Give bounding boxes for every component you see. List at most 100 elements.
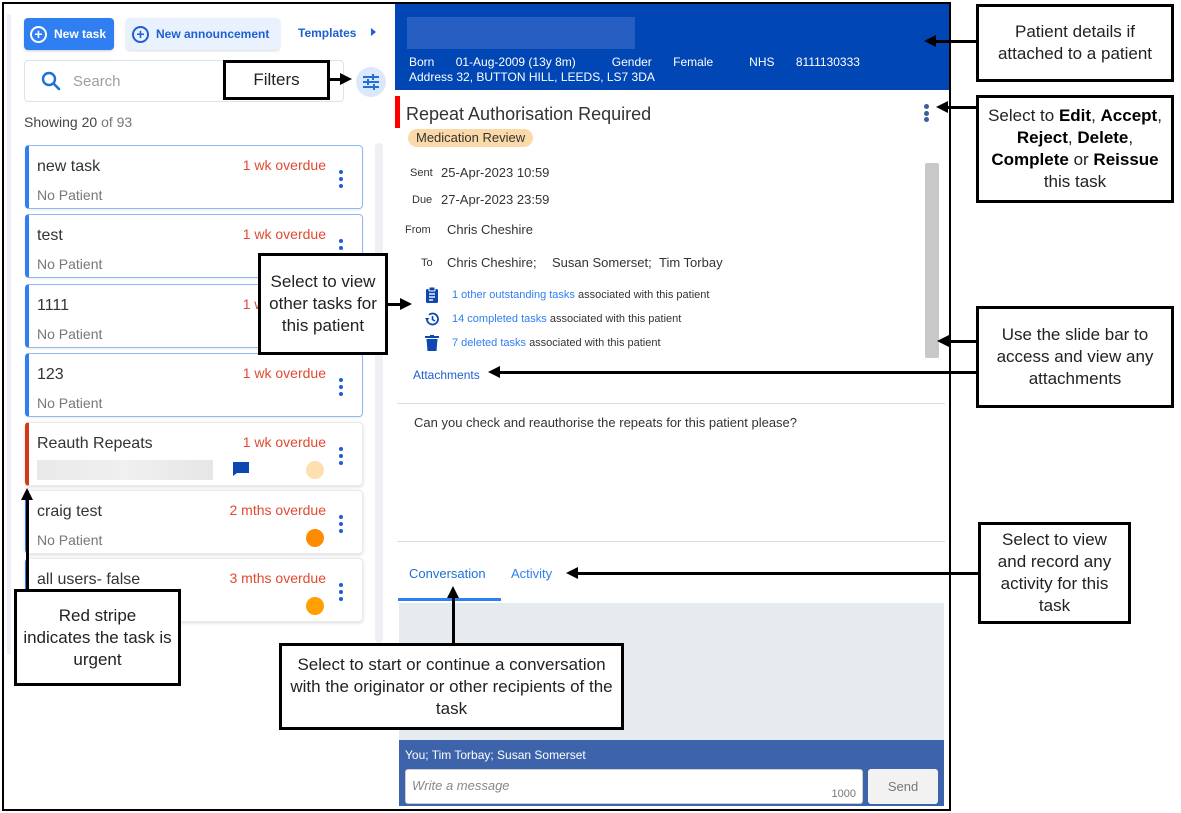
nhs-value: 8111130333 bbox=[795, 55, 860, 69]
showing-number: 20 bbox=[81, 114, 98, 130]
task-title: craig test bbox=[37, 503, 102, 520]
new-announcement-button[interactable]: + New announcement bbox=[126, 18, 280, 50]
arrow-right-icon bbox=[400, 298, 412, 310]
completed-tasks-row: 14 completed tasks associated with this … bbox=[424, 311, 681, 327]
due-label: Due bbox=[412, 194, 433, 206]
callout-text: Select to view and record any activity f… bbox=[997, 530, 1112, 615]
status-dot bbox=[306, 597, 324, 615]
send-button[interactable]: Send bbox=[868, 769, 938, 804]
patient-name-redacted bbox=[407, 17, 635, 49]
sent-label: Sent bbox=[410, 167, 433, 179]
task-due-status: 1 wk overdue bbox=[242, 365, 326, 381]
callout-text: Use the slide bar to access and view any… bbox=[996, 325, 1154, 388]
callout-other-tasks: Select to view other tasks for this pati… bbox=[258, 253, 388, 355]
patient-address: Address 32, BUTTON HILL, LEEDS, LS7 3DA bbox=[409, 70, 655, 84]
showing-total: 93 bbox=[116, 114, 133, 130]
task-list-scrollbar[interactable] bbox=[375, 143, 383, 643]
arrow-left-icon bbox=[566, 567, 578, 579]
callout-line bbox=[388, 303, 402, 306]
callout-line bbox=[578, 572, 978, 575]
sent-value: 25-Apr-2023 10:59 bbox=[441, 165, 550, 180]
callout-line bbox=[948, 340, 976, 343]
callout-line bbox=[452, 596, 455, 643]
active-tab-indicator bbox=[398, 598, 501, 601]
callout-line bbox=[935, 40, 976, 43]
clipboard-icon bbox=[424, 287, 440, 303]
plus-circle-icon: + bbox=[132, 25, 149, 43]
arrow-up-icon bbox=[447, 586, 459, 598]
completed-tasks-link[interactable]: 14 completed tasks bbox=[452, 313, 547, 325]
search-input[interactable] bbox=[73, 72, 223, 90]
arrow-up-icon bbox=[21, 488, 33, 500]
tab-conversation[interactable]: Conversation bbox=[409, 566, 486, 581]
new-task-button[interactable]: + New task bbox=[24, 18, 114, 50]
divider bbox=[397, 541, 945, 542]
panel-edge bbox=[7, 14, 11, 654]
associated-suffix: associated with this patient bbox=[529, 337, 661, 349]
born-label: Born bbox=[409, 55, 435, 69]
task-title: test bbox=[37, 227, 63, 244]
to-recipient: Tim Torbay bbox=[659, 255, 723, 270]
task-title: 123 bbox=[37, 366, 64, 383]
task-title: Reauth Repeats bbox=[37, 435, 153, 452]
message-field[interactable]: 1000 bbox=[405, 769, 863, 804]
callout-line bbox=[946, 106, 976, 109]
task-patient: No Patient bbox=[37, 256, 103, 272]
urgent-indicator bbox=[395, 96, 400, 128]
task-due-status: 1 wk overdue bbox=[242, 157, 326, 173]
tab-activity[interactable]: Activity bbox=[511, 566, 553, 581]
more-options-icon[interactable] bbox=[338, 583, 344, 601]
outstanding-tasks-link[interactable]: 1 other outstanding tasks bbox=[452, 289, 575, 301]
more-options-icon[interactable] bbox=[338, 378, 344, 396]
task-patient: No Patient bbox=[37, 187, 103, 203]
callout-filters: Filters bbox=[223, 60, 330, 100]
task-title: 1111 bbox=[37, 297, 70, 314]
showing-count: Showing 20 of 93 bbox=[24, 114, 132, 130]
outstanding-tasks-row: 1 other outstanding tasks associated wit… bbox=[424, 287, 709, 303]
arrow-left-icon bbox=[488, 366, 500, 378]
conversation-participants: You; Tim Torbay; Susan Somerset bbox=[405, 748, 586, 762]
attachments-link[interactable]: Attachments bbox=[413, 368, 480, 382]
task-actions-menu-icon[interactable] bbox=[924, 104, 930, 122]
callout-activity: Select to view and record any activity f… bbox=[978, 522, 1131, 624]
new-task-label: New task bbox=[54, 27, 107, 41]
templates-link[interactable]: Templates bbox=[298, 26, 357, 40]
born-value: 01-Aug-2009 (13y 8m) bbox=[455, 55, 576, 69]
more-options-icon[interactable] bbox=[338, 170, 344, 188]
callout-line bbox=[500, 371, 976, 374]
deleted-tasks-row: 7 deleted tasks associated with this pat… bbox=[424, 335, 661, 351]
callout-text: Red stripe indicates the task is urgent bbox=[23, 605, 172, 669]
showing-of: of bbox=[101, 114, 113, 130]
task-card[interactable]: new task 1 wk overdue No Patient bbox=[25, 145, 363, 209]
filter-sliders-icon bbox=[363, 74, 379, 90]
address-value: 32, BUTTON HILL, LEEDS, LS7 3DA bbox=[456, 70, 655, 84]
gender-label: Gender bbox=[611, 55, 652, 69]
arrow-right-icon bbox=[340, 73, 352, 85]
task-due-status: 3 mths overdue bbox=[229, 570, 327, 586]
task-card[interactable]: 123 1 wk overdue No Patient bbox=[25, 353, 363, 417]
filters-button[interactable] bbox=[356, 67, 386, 97]
showing-prefix: Showing bbox=[24, 114, 82, 130]
deleted-tasks-link[interactable]: 7 deleted tasks bbox=[452, 337, 526, 349]
more-options-icon[interactable] bbox=[338, 447, 344, 465]
more-options-icon[interactable] bbox=[338, 515, 344, 533]
details-scrollbar[interactable] bbox=[925, 163, 939, 358]
to-recipient: Chris Cheshire; bbox=[447, 255, 537, 270]
patient-name-redacted bbox=[37, 460, 213, 480]
callout-text: Patient details if attached to a patient bbox=[997, 22, 1153, 63]
plus-circle-icon: + bbox=[30, 25, 47, 43]
callout-text: Select to start or continue a conversati… bbox=[290, 654, 613, 718]
divider bbox=[397, 403, 945, 404]
message-input[interactable] bbox=[412, 778, 792, 793]
task-type-tag: Medication Review bbox=[408, 129, 534, 147]
chevron-right-icon[interactable] bbox=[371, 28, 376, 36]
callout-task-actions: Select to Edit, Accept, Reject, Delete, … bbox=[976, 95, 1174, 203]
callout-patient-details: Patient details if attached to a patient bbox=[976, 4, 1174, 82]
task-card-urgent[interactable]: Reauth Repeats 1 wk overdue bbox=[25, 422, 363, 486]
task-card[interactable]: craig test 2 mths overdue No Patient bbox=[25, 490, 363, 554]
task-due-status: 1 wk overdue bbox=[242, 226, 326, 242]
associated-suffix: associated with this patient bbox=[549, 313, 682, 325]
address-label: Address bbox=[409, 70, 454, 84]
task-due-status: 2 mths overdue bbox=[229, 502, 327, 518]
